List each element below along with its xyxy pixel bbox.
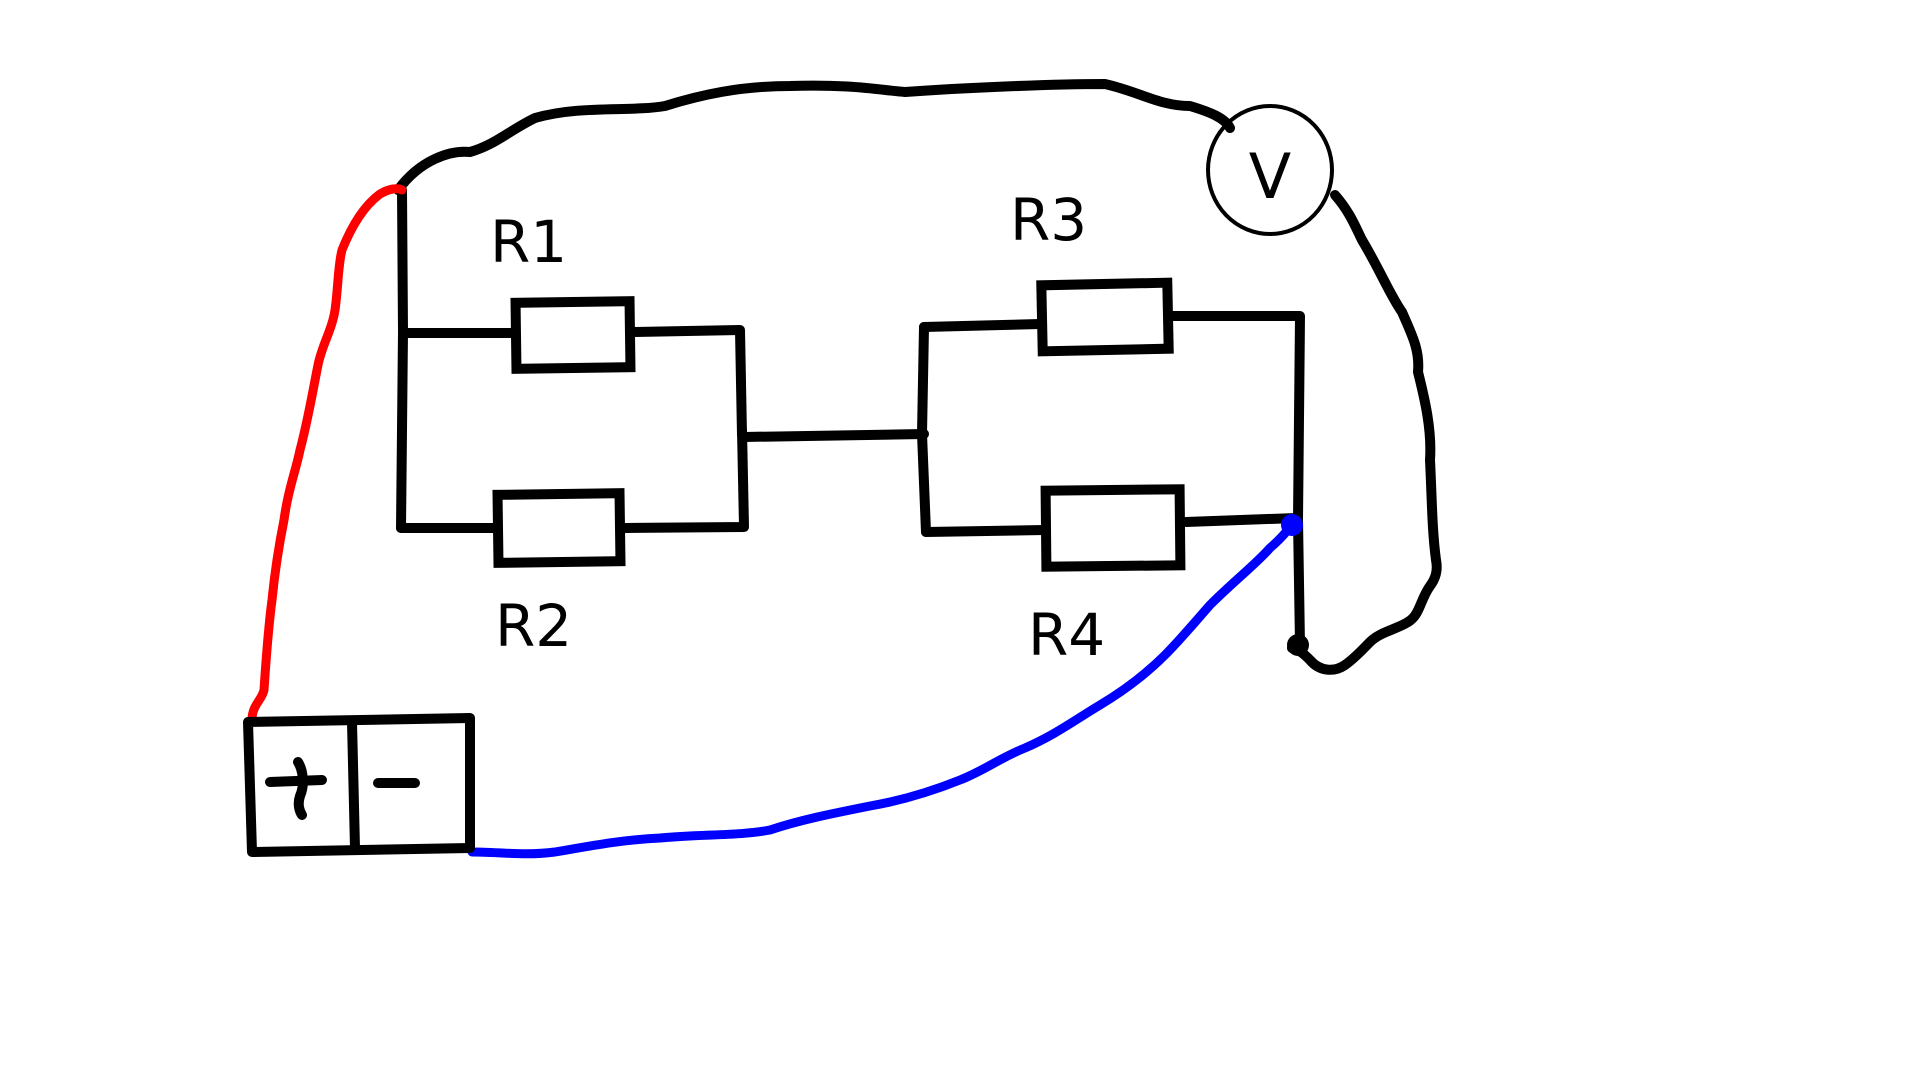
- right-node-down-wire: [1293, 515, 1305, 650]
- negative-wire: [467, 515, 1299, 859]
- r2-right-lead: [619, 425, 749, 533]
- left-node-wire: [396, 185, 408, 533]
- battery: [243, 713, 475, 857]
- r4-right-lead: [1181, 513, 1301, 527]
- r1-right-lead: [627, 325, 747, 440]
- voltmeter-wire-right: [1287, 190, 1442, 675]
- r3-label: R3: [1010, 186, 1087, 254]
- r3-left-lead: [919, 319, 1045, 332]
- voltmeter: [1206, 104, 1334, 236]
- series-link-wire: [739, 429, 929, 442]
- r1-label: R1: [490, 208, 567, 276]
- resistor-r2: [492, 488, 626, 568]
- r4-left-lead: [921, 525, 1049, 537]
- right-group-left-wire: [917, 322, 931, 537]
- voltmeter-return-junction: [1287, 634, 1309, 656]
- resistor-r3: [1036, 277, 1174, 357]
- voltmeter-label: V: [1249, 140, 1291, 213]
- resistor-r4: [1040, 484, 1186, 572]
- voltmeter-wire-top: [393, 79, 1235, 195]
- positive-wire: [247, 184, 407, 725]
- battery-divider: [347, 717, 360, 853]
- resistor-r1: [510, 296, 636, 374]
- r2-label: R2: [495, 592, 572, 660]
- right-node-junction: [1281, 514, 1303, 536]
- r3-right-lead: [1167, 311, 1305, 525]
- battery-plus-icon: [265, 757, 327, 820]
- r4-label: R4: [1028, 601, 1105, 669]
